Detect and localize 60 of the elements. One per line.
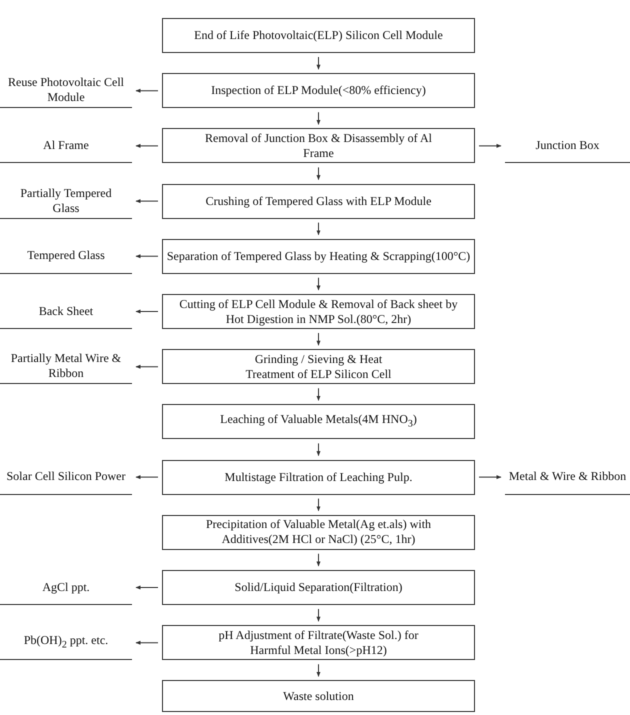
step-text: Cutting of ELP Cell Module & Removal of Back sheet by Hot Digestion in NMP Sol.(80°C, 2hr) (178, 296, 459, 326)
arrow (316, 56, 320, 70)
process-box (162, 18, 475, 53)
arrow (136, 88, 158, 93)
step-text: Back Sheet (38, 304, 94, 318)
arrow (136, 199, 158, 204)
step-text: Solid/Liquid Separation(Filtration) (234, 580, 402, 595)
arrow (316, 277, 320, 290)
step-text: Partially Metal Wire & Ribbon (10, 351, 122, 382)
step-text: AgCl ppt. (42, 580, 90, 594)
process-box (162, 404, 475, 440)
arrow (136, 254, 158, 258)
step-text: Removal of Junction Box & Disassembly of Al Frame (204, 130, 433, 161)
arrow (316, 442, 320, 456)
step-text: Precipitation of Valuable Metal(Ag et.als) with Additives(2M HCl or NaCl) (25°C, 1hr) (204, 517, 432, 548)
step-text: Tempered Glass (27, 248, 105, 264)
step-text: Partially Tempered Glass (19, 186, 113, 216)
step-text: Multistage Filtration of Leaching Pulp. (224, 470, 412, 485)
process-box (162, 625, 475, 660)
process-box (162, 680, 475, 712)
arrow (136, 640, 158, 645)
arrow (316, 664, 320, 677)
arrow (478, 475, 502, 480)
arrow (316, 332, 320, 346)
step-text: Junction Box (536, 138, 600, 153)
step-text: End of Life Photovoltaic(ELP) Silicon Cell Module (194, 28, 443, 43)
process-box (162, 73, 475, 108)
arrow (316, 553, 320, 566)
step-text: Grinding / Sieving & Heat Treatment of ELP Silicon Cell (244, 352, 392, 382)
step-text: Reuse Photovoltaic Cell Module (7, 75, 125, 106)
arrow (316, 388, 320, 401)
process-box (162, 460, 475, 495)
step-text: Metal & Wire & Ribbon (508, 469, 626, 484)
step-text: Leaching of Valuable Metals(4M HNO$_{3}$) (220, 412, 417, 432)
step-text: Crushing of Tempered Glass with ELP Module (206, 194, 432, 209)
arrow (136, 475, 158, 480)
process-box (162, 294, 475, 329)
arrow (316, 608, 320, 622)
process-box (162, 570, 475, 605)
process-box (162, 184, 475, 219)
arrow (478, 144, 502, 148)
arrow (316, 166, 320, 180)
arrow (136, 586, 158, 590)
arrow (136, 144, 158, 148)
step-text: Inspection of ELP Module(<80% efficiency) (211, 83, 426, 98)
step-text: pH Adjustment of Filtrate(Waste Sol.) for Harmful Metal Ions(>pH12) (218, 628, 420, 658)
process-box (162, 514, 475, 550)
step-text: Al Frame (43, 138, 89, 153)
arrow (316, 222, 320, 236)
process-box (162, 349, 475, 384)
step-text: Pb(OH)$_{2}$ ppt. etc. (24, 632, 108, 652)
process-box (162, 128, 475, 164)
arrow (316, 112, 320, 125)
arrow (316, 498, 320, 512)
step-text: Separation of Tempered Glass by Heating & Scrapping(100°C) (166, 248, 470, 264)
arrow (136, 364, 158, 369)
process-box (162, 238, 475, 274)
arrow (136, 310, 158, 314)
step-text: Solar Cell Silicon Power (6, 469, 126, 484)
step-text: Waste solution (283, 688, 354, 704)
